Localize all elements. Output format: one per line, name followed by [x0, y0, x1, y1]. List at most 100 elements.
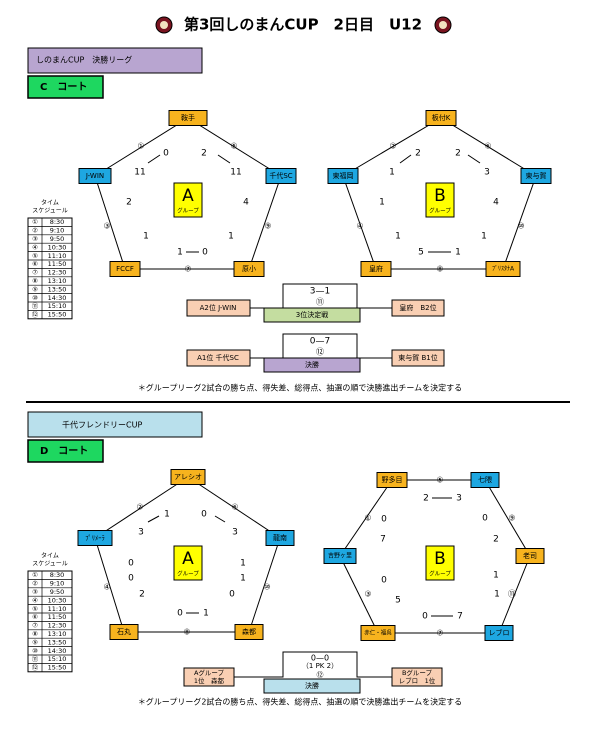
d-b-team-0-box [376, 472, 408, 488]
c-schedule-num: ⑥ [32, 260, 38, 268]
c-schedule-time: 10:30 [48, 243, 67, 251]
d-a-group-label: グループ [177, 570, 199, 578]
c-schedule-time: 11:50 [48, 260, 67, 268]
c-final-1-right-label: 皇府 B2位 [399, 303, 436, 312]
logo-seal-left-center [160, 21, 168, 29]
c-schedule-num: ⑪ [32, 302, 39, 310]
c-b-score: 1 [455, 248, 461, 258]
c-b-score: 1 [379, 198, 385, 208]
c-b-match-num: ⑩ [517, 222, 524, 231]
d-a-match-num: ④ [103, 583, 110, 592]
c-schedule-time: 12:30 [48, 269, 67, 277]
c-b-team-0-box [425, 110, 457, 126]
d-b-edge [339, 555, 379, 634]
d-b-score: 0 [422, 612, 428, 622]
c-schedule-num: ⑩ [32, 294, 38, 302]
d-final-pk: （1 PK 2） [302, 662, 338, 670]
d-a-group-letter: A [182, 549, 194, 569]
d-schedule-num: ⑥ [32, 613, 38, 621]
c-note: ＊グループリーグ2試合の勝ち点、得失差、総得点、抽選の順で決勝進出チームを決定す… [138, 383, 462, 393]
c-a-team-1-label: 千代SC [269, 171, 292, 180]
d-b-match-num: ⑦ [436, 629, 443, 638]
d-b-match-num: ① [364, 514, 371, 523]
c-a-match-num: ⑤ [230, 142, 237, 151]
c-b-team-2-box [485, 261, 521, 277]
d-a-score: 1 [240, 559, 246, 569]
d-b-match-num: ⑪ [508, 590, 516, 599]
d-schedule-num: ⑫ [32, 664, 39, 672]
d-schedule-header-2: スケジュール [32, 561, 68, 568]
d-a-score: 0 [177, 609, 183, 619]
d-b-team-1-label: 七隈 [478, 475, 492, 484]
c-a-dash [147, 154, 161, 164]
d-banner-box [27, 411, 203, 438]
c-schedule-time: 13:50 [48, 285, 67, 293]
d-b-score: 0 [381, 576, 387, 586]
d-b-match-num: ⑨ [508, 514, 515, 523]
d-a-team-0-label: アレシオ [174, 473, 202, 481]
c-schedule-num: ③ [32, 235, 38, 243]
d-a-team-2-label: 森都 [242, 627, 256, 636]
c-schedule-time: 11:10 [48, 252, 67, 260]
d-a-score: 0 [201, 510, 207, 520]
d-b-score: 0 [482, 514, 488, 524]
c-a-score: 2 [201, 149, 207, 159]
d-b-group-letter: B [434, 549, 446, 569]
c-a-edge [187, 117, 282, 177]
c-a-score: 0 [163, 149, 169, 159]
c-final-2-right-label: 東与賀 B1位 [398, 353, 437, 362]
d-a-team-3-box [109, 624, 139, 640]
d-a-score: 0 [128, 574, 134, 584]
d-court-text: D コート [40, 445, 88, 457]
d-a-edge [187, 476, 281, 539]
d-a-team-1-box [265, 530, 295, 546]
c-b-edge [342, 117, 442, 177]
d-b-team-0-label: 野多目 [382, 475, 403, 484]
d-a-group-badge [173, 545, 203, 581]
d-a-team-2-box [234, 624, 264, 640]
d-final-label: 決勝 [305, 681, 319, 690]
c-a-score: 1 [143, 232, 149, 242]
c-schedule-num: ⑧ [32, 277, 38, 285]
d-schedule-time: 11:50 [48, 613, 67, 621]
d-b-score: 0 [381, 515, 387, 525]
logo-seal-right-center [439, 21, 447, 29]
c-b-edge [342, 175, 377, 270]
c-b-match-num: ⑧ [436, 265, 443, 274]
d-schedule-time: 9:10 [50, 580, 65, 588]
d-schedule-num: ⑦ [32, 622, 38, 630]
d-b-group-badge [425, 545, 455, 581]
c-final-2-label: 決勝 [305, 360, 319, 369]
d-a-score: 3 [232, 528, 238, 538]
d-b-team-3-box [484, 625, 514, 641]
c-a-team-3-label: FCCF [116, 265, 134, 273]
d-final-right-label-2: レブロ 1位 [399, 676, 436, 685]
page-title: 第3回しのまんCUP 2日目 U12 [184, 16, 422, 34]
d-final-label-box [263, 678, 361, 694]
c-b-team-1-box [520, 168, 552, 184]
c-court-text: C コート [40, 81, 87, 93]
d-final-left-label-1: Aグループ [194, 668, 225, 677]
c-a-match-num: ① [137, 142, 144, 151]
d-b-score: 5 [395, 596, 401, 606]
d-a-score: 0 [229, 590, 235, 600]
c-a-team-0-label: 鞍手 [181, 113, 195, 122]
c-b-team-0-label: 板付K [432, 113, 451, 122]
c-banner-box [27, 47, 203, 74]
c-b-score: 1 [389, 168, 395, 178]
c-b-score: 4 [493, 198, 499, 208]
c-a-score: 11 [134, 168, 145, 178]
d-schedule-time: 12:30 [48, 622, 67, 630]
c-final-1-score: 3—1 [310, 287, 330, 297]
c-a-team-2-box [233, 261, 265, 277]
c-b-score: 3 [484, 168, 490, 178]
c-schedule-header-1: タイム [41, 199, 59, 207]
c-schedule-time: 9:10 [50, 227, 65, 235]
d-schedule-num: ④ [32, 596, 38, 604]
d-b-team-5-label: 吉野ヶ里 [328, 552, 352, 560]
c-b-edge [502, 175, 537, 270]
c-schedule-time: 9:50 [50, 235, 65, 243]
d-schedule-time: 13:50 [48, 638, 67, 646]
d-b-team-4-label: 赤仁・福呉 [364, 629, 392, 637]
